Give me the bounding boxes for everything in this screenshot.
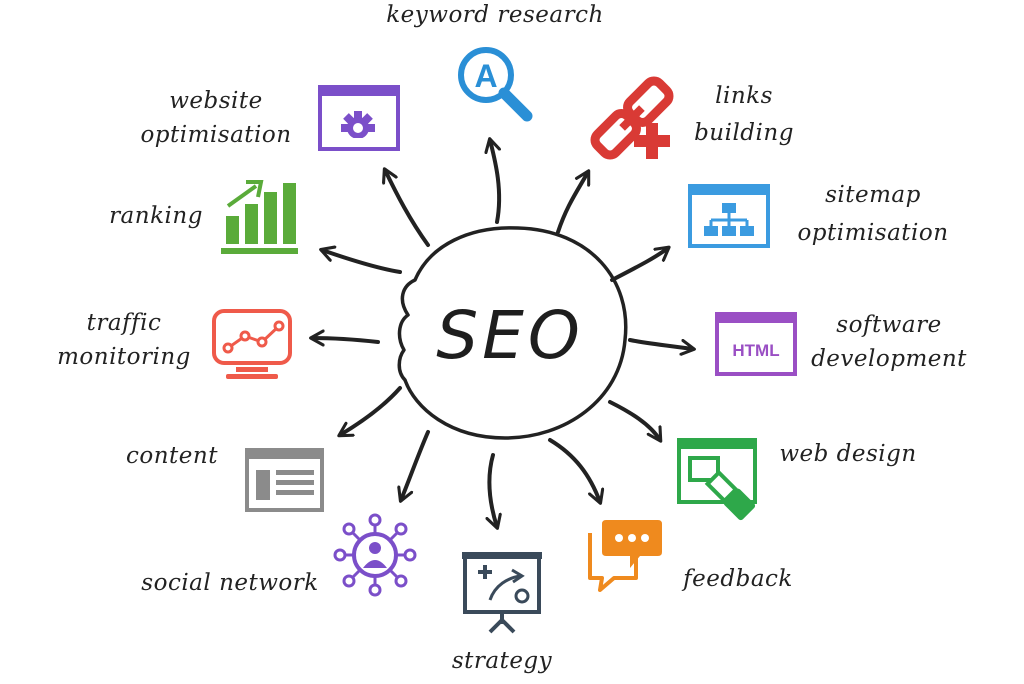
icons: A HTML (212, 47, 797, 634)
arrow-strategy (489, 453, 497, 527)
arrow-sitemap (610, 248, 668, 282)
label-software: software (836, 312, 941, 338)
arrow-keyword (490, 140, 502, 224)
magnifier-a-icon: A (458, 47, 533, 122)
label-sitemap-optimisation: optimisation (797, 220, 948, 246)
label-feedback: feedback (681, 566, 793, 592)
arrow-social (401, 430, 430, 500)
label-ranking: ranking (109, 203, 203, 229)
content-window-icon (245, 448, 324, 512)
arrow-content (340, 386, 402, 435)
chat-bubbles-icon (588, 520, 662, 592)
labels: keyword research links building sitemap … (57, 2, 967, 674)
arrow-ranking (322, 250, 402, 274)
label-monitoring: monitoring (57, 344, 191, 370)
seo-center: SEO (397, 226, 628, 440)
monitor-graph-icon (212, 309, 292, 379)
social-network-icon (333, 513, 417, 597)
arrow-feedback (548, 438, 600, 502)
plus-badge-icon (634, 123, 670, 159)
label-building: building (694, 120, 794, 146)
label-sitemap: sitemap (825, 182, 921, 208)
seo-center-label: SEO (436, 297, 584, 374)
label-development: development (811, 346, 967, 372)
chain-link-plus-icon (590, 76, 674, 160)
sitemap-window-icon (688, 184, 770, 248)
strategy-board-icon (462, 552, 542, 634)
magnifier-a-letter: A (474, 58, 497, 94)
arrow-webdesign (608, 400, 660, 440)
html-window-text: HTML (732, 341, 779, 360)
arrow-links (556, 172, 588, 234)
bar-chart-up-icon (221, 180, 298, 254)
arrows (312, 140, 693, 527)
label-web-design: web design (779, 441, 916, 467)
arrow-website (385, 170, 430, 247)
arrow-software (628, 338, 693, 349)
seo-circle (397, 226, 628, 440)
label-website-optimisation: optimisation (140, 122, 291, 148)
label-links: links (715, 83, 773, 109)
gear-window-icon (318, 85, 400, 151)
label-content: content (126, 443, 218, 469)
label-traffic: traffic (87, 310, 162, 336)
web-design-brush-icon (677, 438, 757, 521)
label-website: website (169, 88, 263, 114)
label-social-network: social network (141, 570, 318, 596)
label-keyword-research: keyword research (386, 2, 604, 28)
arrow-traffic (312, 338, 380, 342)
label-strategy: strategy (452, 648, 553, 674)
html-window-icon: HTML (715, 312, 797, 376)
